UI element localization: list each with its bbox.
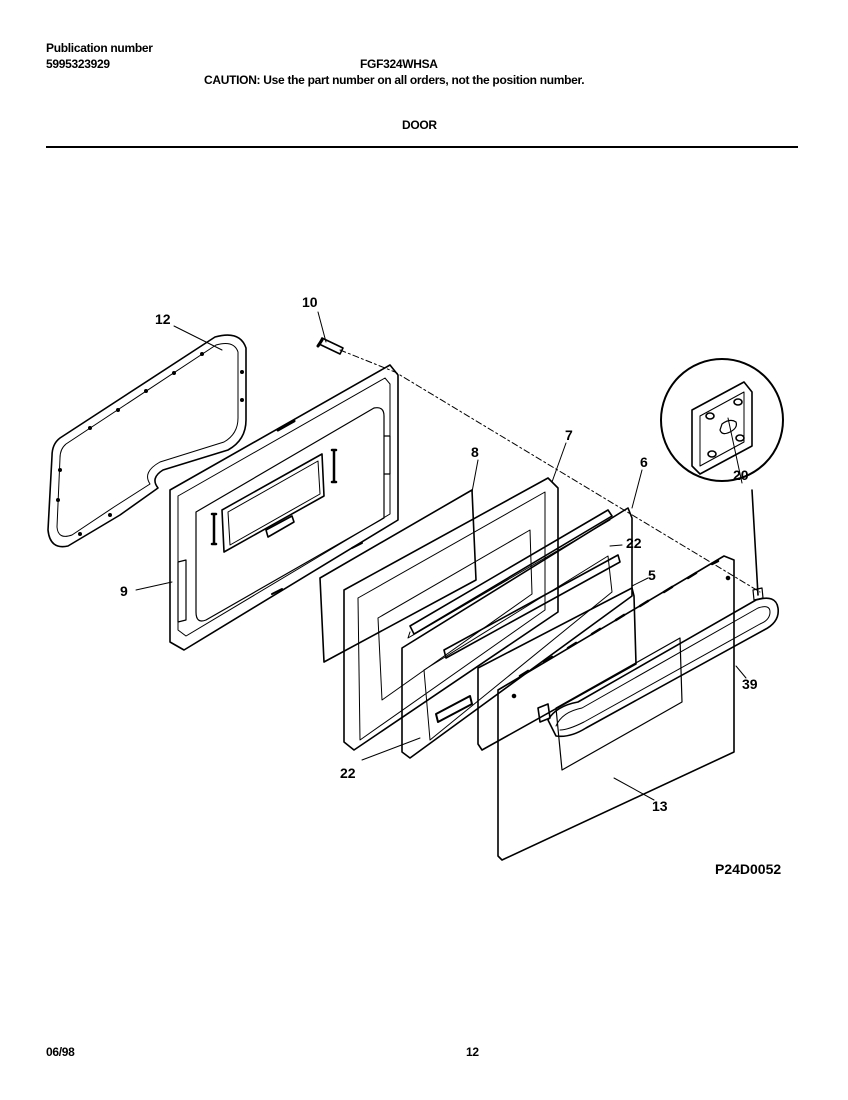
door-handle-part-39 bbox=[537, 597, 780, 738]
door-liner-part-9 bbox=[169, 364, 399, 651]
footer-date: 06/98 bbox=[46, 1045, 75, 1059]
callout-20: 20 bbox=[733, 467, 749, 483]
glass-channel-part-22 bbox=[407, 509, 613, 639]
figure-id: P24D0052 bbox=[715, 861, 782, 877]
leader-lines bbox=[135, 311, 747, 801]
callout-39: 39 bbox=[742, 676, 758, 692]
page-number: 12 bbox=[466, 1045, 479, 1059]
model-number: FGF324WHSA bbox=[360, 57, 438, 71]
callout-7: 7 bbox=[565, 427, 573, 443]
callout-6: 6 bbox=[640, 454, 648, 470]
glass-frame-part-6 bbox=[401, 507, 633, 759]
publication-label: Publication number bbox=[46, 41, 153, 55]
caution-note: CAUTION: Use the part number on all orde… bbox=[204, 73, 585, 87]
glass-panel-part-5 bbox=[477, 587, 637, 751]
handle-mount-detail-part-20 bbox=[660, 358, 784, 601]
callout-12: 12 bbox=[155, 311, 171, 327]
callout-9: 9 bbox=[120, 583, 128, 599]
insulation-part-8 bbox=[319, 489, 477, 663]
screw-part-10 bbox=[316, 337, 344, 355]
callout-22-upper: 22 bbox=[626, 535, 642, 551]
publication-number: 5995323929 bbox=[46, 57, 110, 71]
callout-8: 8 bbox=[471, 444, 479, 460]
callout-5: 5 bbox=[648, 567, 656, 583]
section-title: DOOR bbox=[402, 118, 437, 132]
header-divider bbox=[46, 146, 798, 148]
outer-door-part-13 bbox=[497, 555, 735, 861]
inner-panel-part-7 bbox=[343, 477, 559, 751]
callout-10: 10 bbox=[302, 294, 318, 310]
callout-13: 13 bbox=[652, 798, 668, 814]
door-gasket-part-12 bbox=[47, 334, 247, 548]
callout-22-lower: 22 bbox=[340, 765, 356, 781]
glass-channel-lower-part-22 bbox=[435, 554, 621, 723]
